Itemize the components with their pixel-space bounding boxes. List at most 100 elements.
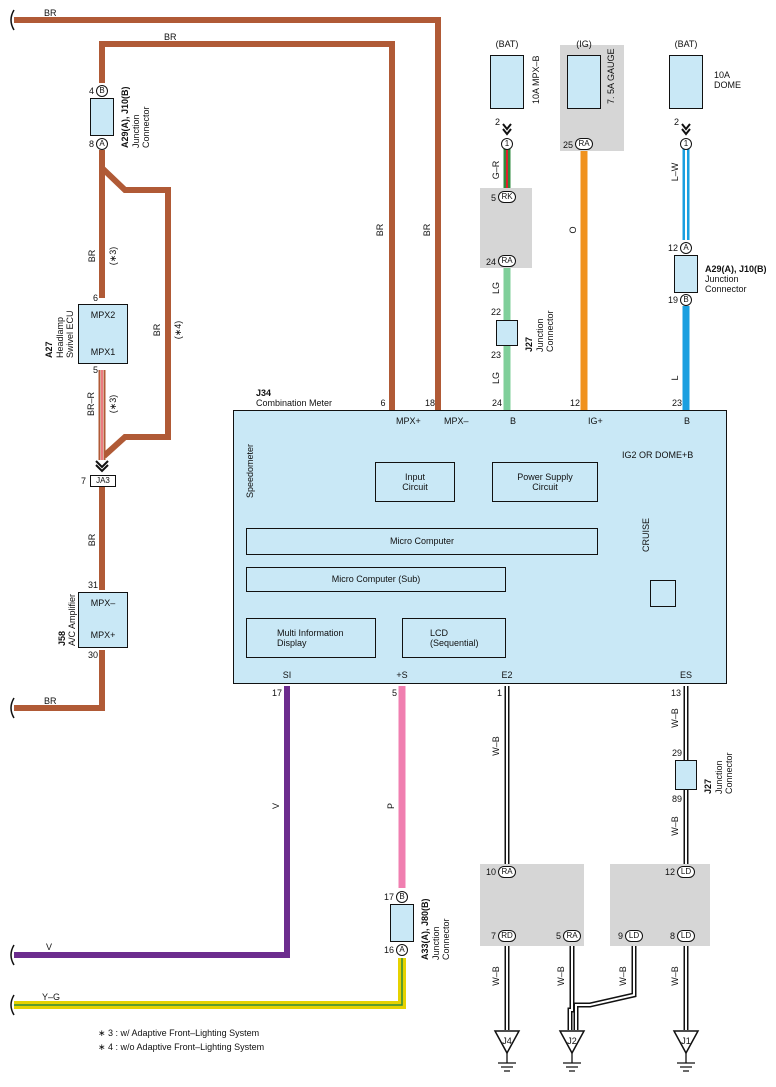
fuse-ig-name: 7. 5A GAUGE xyxy=(606,48,616,104)
cruise-driver xyxy=(650,580,676,607)
meter-ig2-dome: IG2 OR DOME+B xyxy=(622,450,694,460)
fuse-dome xyxy=(669,55,703,109)
a33-a: A xyxy=(396,944,408,956)
a27-desc2: Swivel ECU xyxy=(65,310,75,358)
br-wire-second xyxy=(99,41,395,415)
pin-label: 17 xyxy=(271,688,282,698)
pin-label: 89 xyxy=(671,794,682,804)
cruise-label: CRUISE xyxy=(641,517,651,552)
a27-ecu xyxy=(78,304,128,364)
pin-circle: 1 xyxy=(680,138,692,150)
wire-label-lg1: LG xyxy=(491,281,501,295)
pin-ld8: LD xyxy=(677,930,695,942)
a33-desc1: Junction xyxy=(431,926,441,960)
pin-label: 4 xyxy=(88,86,94,96)
meter-id: J34 xyxy=(256,388,272,398)
lcd-l1: LCD xyxy=(430,628,449,638)
pin-ld9: LD xyxy=(625,930,643,942)
wire-label-br-second: BR xyxy=(164,32,177,42)
br-wire-top xyxy=(14,17,441,415)
wire-label-o: O xyxy=(568,226,578,234)
pin-label: 18 xyxy=(424,398,436,408)
input-circuit-l1: Input xyxy=(404,472,426,482)
a29-top-connector xyxy=(90,98,114,136)
j27-top-id: J27 xyxy=(524,336,534,352)
pin-label: 29 xyxy=(671,748,682,758)
meter-b1: B xyxy=(510,416,517,426)
a29-right-a: A xyxy=(680,242,692,254)
meter-si: SI xyxy=(282,670,292,680)
a29-right-b: B xyxy=(680,294,692,306)
a27-desc1: Headlamp xyxy=(55,316,65,358)
pin-label: 7 xyxy=(490,931,496,941)
a29-top-b: B xyxy=(96,85,108,97)
wire-label-lg2: LG xyxy=(491,371,501,385)
pin-label: 2 xyxy=(673,117,679,127)
pin-label: 13 xyxy=(670,688,681,698)
j58-mpxp: MPX+ xyxy=(90,630,116,640)
wire-label-v-vert: V xyxy=(271,802,281,810)
micro-computer-sub: Micro Computer (Sub) xyxy=(246,567,506,592)
wire-label-br-note-a: (∗3) xyxy=(108,246,118,266)
pin-label: 12 xyxy=(667,243,678,253)
j27-bottom-desc2: Connector xyxy=(724,752,734,794)
j27-top xyxy=(496,320,518,346)
wire-label-wb6: W–B xyxy=(618,966,628,986)
pin-label: 5 xyxy=(490,193,496,203)
wire-label-br-top: BR xyxy=(44,8,57,18)
pin-label: 23 xyxy=(490,350,501,360)
pin-ld12: LD xyxy=(677,866,695,878)
wire-label-wb4: W–B xyxy=(491,966,501,986)
a27-id: A27 xyxy=(44,341,54,358)
wire-label-br-left-b: BR xyxy=(152,323,162,337)
power-supply-circuit: Power Supply Circuit xyxy=(492,462,598,502)
wire-label-p: P xyxy=(386,802,396,810)
wire-label-wb3: W–B xyxy=(670,816,680,836)
pin-label: 24 xyxy=(491,398,503,408)
pin-label: 10 xyxy=(485,867,496,877)
wire-label-br-vert2: BR xyxy=(422,223,432,237)
power-supply-l2: Circuit xyxy=(532,482,558,492)
wire-label-gr: G–R xyxy=(491,160,501,180)
pin-label: 17 xyxy=(383,892,394,902)
a27-mpx2: MPX2 xyxy=(90,310,116,320)
pin-label: 24 xyxy=(485,257,496,267)
a29-right-connector xyxy=(674,255,698,293)
br-wire-bottom xyxy=(14,650,105,711)
meter-mpxm: MPX– xyxy=(444,416,469,426)
meter-mpxp: MPX+ xyxy=(396,416,421,426)
pin-label: 6 xyxy=(380,398,386,408)
wire-label-brr-note: (∗3) xyxy=(108,394,118,414)
a33-connector xyxy=(390,904,414,942)
wire-label-v-bottom: V xyxy=(46,942,53,952)
pin-label: 31 xyxy=(87,580,98,590)
pin-ra5: RA xyxy=(563,930,581,942)
lcd-l2: (Sequential) xyxy=(430,638,479,648)
pin-ra24: RA xyxy=(498,255,516,267)
ground-j1: J1 xyxy=(681,1036,691,1046)
fuse-bat1-name: 10A MPX–B xyxy=(531,55,541,104)
fuse-bat2-source: (BAT) xyxy=(674,39,698,49)
j27-bottom-desc1: Junction xyxy=(714,760,724,794)
a29-right-id: A29(A), J10(B) xyxy=(705,264,767,274)
pin-label: 5 xyxy=(391,688,397,698)
a29-top-desc2: Connector xyxy=(141,106,151,148)
j58-mpxm: MPX– xyxy=(90,598,116,608)
pin-circle: 1 xyxy=(501,138,513,150)
pin-label: 8 xyxy=(669,931,675,941)
pin-label: 23 xyxy=(671,398,683,408)
wire-label-l: L xyxy=(670,375,680,381)
wire-label-wb1: W–B xyxy=(491,736,501,756)
wire-label-br-vert1: BR xyxy=(375,223,385,237)
wire-label-br-bottom: BR xyxy=(44,696,57,706)
fuse-ig-source: (IG) xyxy=(576,39,592,49)
fuse-bat2-name1: 10A xyxy=(714,70,731,80)
input-circuit: Input Circuit xyxy=(375,462,455,502)
meter-b2: B xyxy=(684,416,691,426)
a27-mpx1: MPX1 xyxy=(90,347,116,357)
wire-label-lw: L–W xyxy=(670,162,680,182)
micro-computer: Micro Computer xyxy=(246,528,598,555)
a29-right-desc2: Connector xyxy=(705,284,747,294)
pin-label: 12 xyxy=(664,867,675,877)
